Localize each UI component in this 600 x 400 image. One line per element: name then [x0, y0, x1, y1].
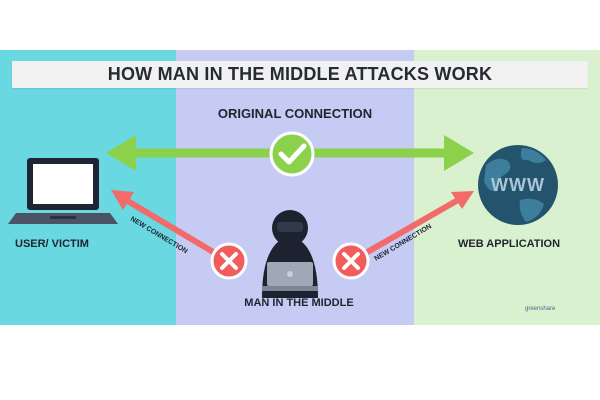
- page-title: HOW MAN IN THE MIDDLE ATTACKS WORK: [107, 64, 493, 84]
- mitm-infographic: HOW MAN IN THE MIDDLE ATTACKS WORK NEW C…: [0, 50, 600, 325]
- new-connection-arrow-right: [348, 191, 474, 265]
- web-application-label: WEB APPLICATION: [458, 238, 561, 250]
- laptop-icon: [8, 158, 118, 224]
- check-circle-icon: [269, 131, 315, 177]
- man-in-the-middle-label: MAN IN THE MIDDLE: [244, 297, 354, 309]
- credit-logo: greenshare: [525, 306, 556, 312]
- x-circle-icon: [332, 242, 370, 280]
- new-connection-arrow-left: [111, 190, 232, 265]
- globe-icon: WWW: [478, 145, 558, 225]
- original-connection-label: ORIGINAL CONNECTION: [217, 106, 373, 121]
- hacker-icon: [262, 210, 318, 298]
- x-circle-icon: [210, 242, 248, 280]
- diagram-canvas: NEW CONNECTION NEW CONNECTION WWW: [8, 131, 558, 298]
- www-text: WWW: [491, 175, 545, 195]
- user-victim-label: USER/ VICTIM: [15, 238, 89, 250]
- title-bar: HOW MAN IN THE MIDDLE ATTACKS WORK: [12, 61, 588, 88]
